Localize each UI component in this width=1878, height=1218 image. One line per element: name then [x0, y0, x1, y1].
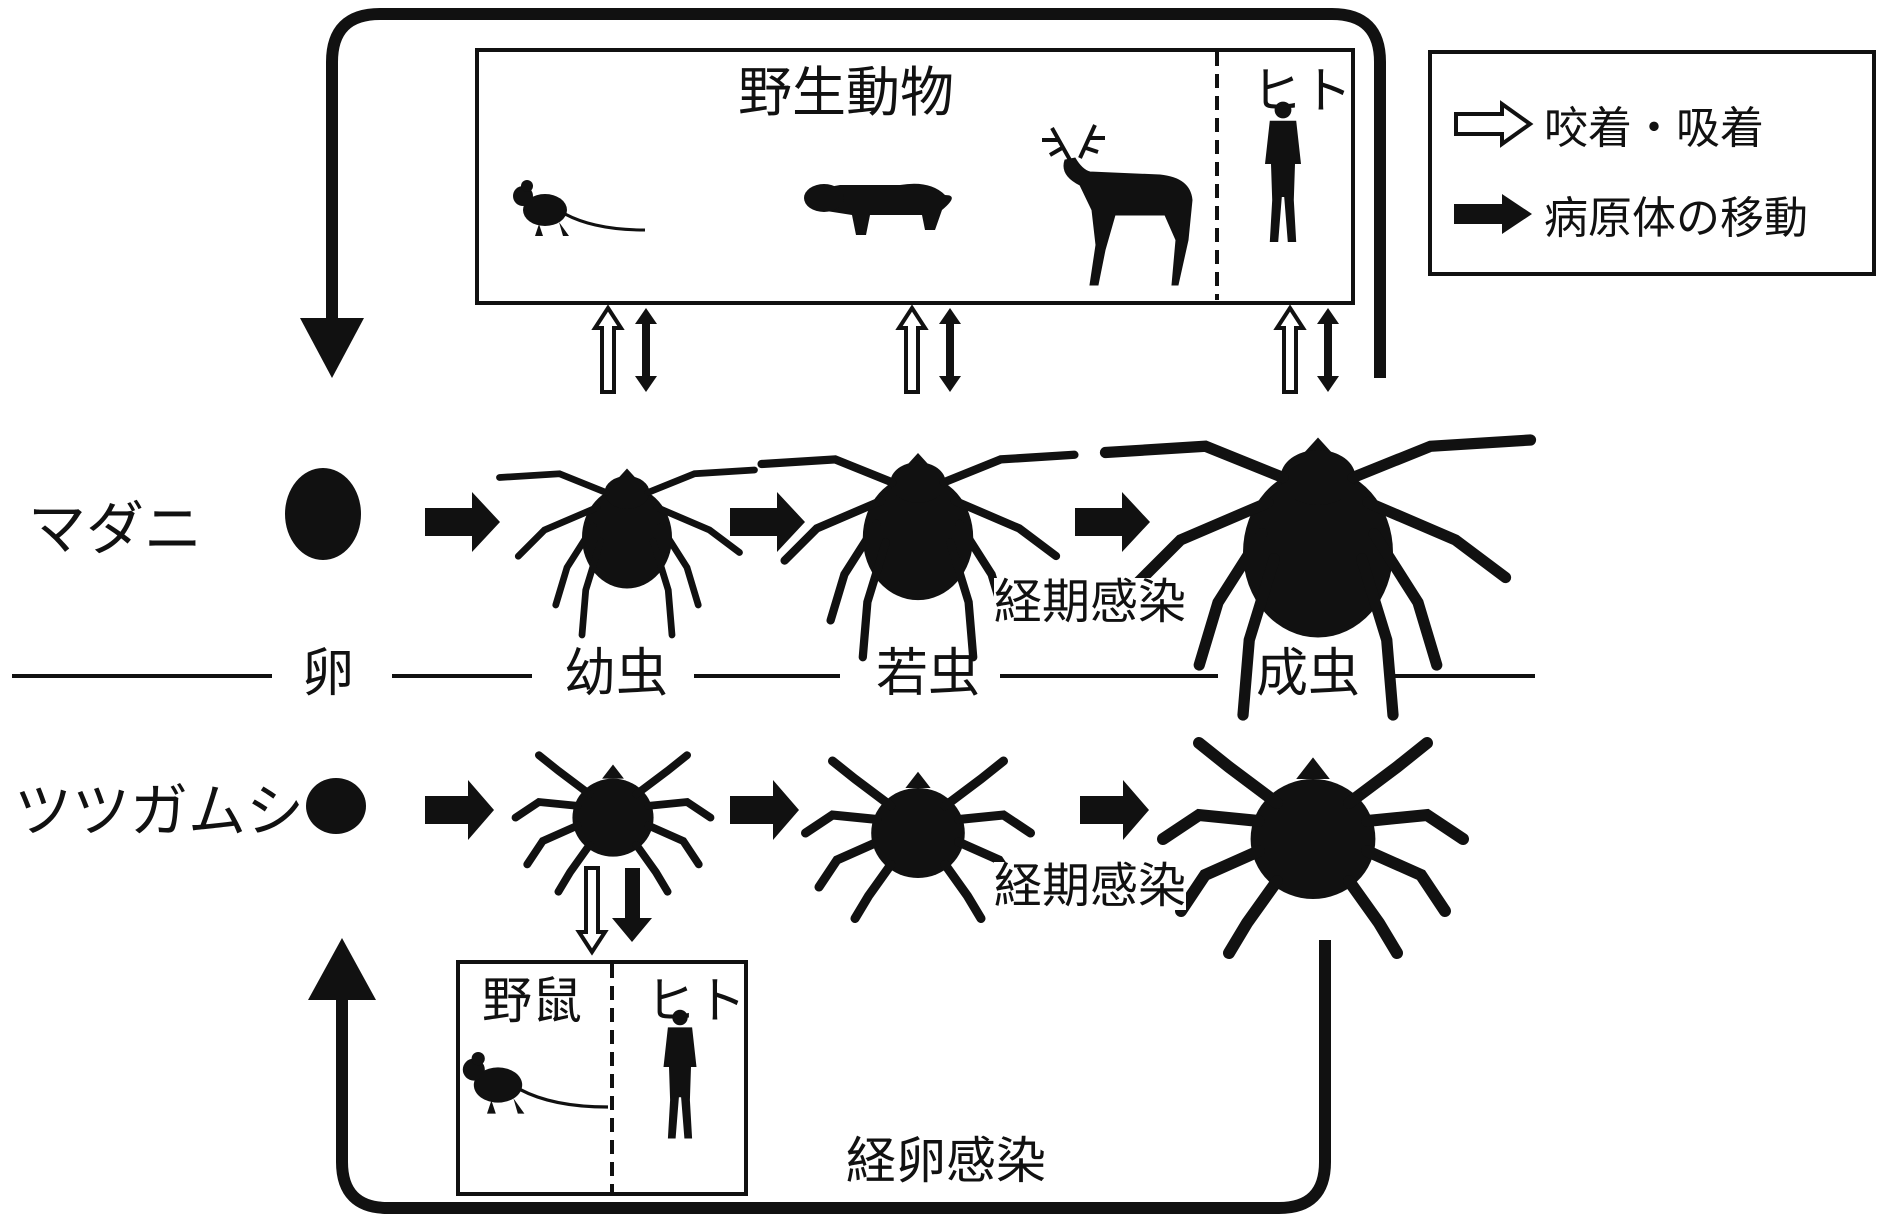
legend-label-pathogen: 病原体の移動: [1544, 182, 1808, 246]
chigger-adult: [1163, 743, 1463, 953]
tick-transstadial-label: 経期感染: [994, 578, 1186, 626]
wild-box-title: 野生動物: [738, 66, 954, 120]
outline-arrow-icon: [1452, 100, 1534, 148]
tick-adult-host-arrows: [1277, 308, 1339, 392]
legend: 咬着・吸着 病原体の移動: [1428, 50, 1876, 276]
rodent-label: 野鼠: [482, 976, 582, 1026]
chigger-larva-host-arrows: [579, 868, 652, 952]
rodent-box-human-label: ヒト: [646, 976, 746, 1026]
legend-item-pathogen: 病原体の移動: [1452, 182, 1808, 246]
tick-nymph-host-arrows: [899, 308, 961, 392]
chigger-larva: [516, 755, 711, 892]
tick-egg: [285, 468, 361, 560]
bottom-return-arrow-head: [308, 938, 376, 1000]
stage-larva: 幼虫: [564, 648, 668, 700]
tick-larva-host-arrows: [595, 308, 657, 392]
stage-egg: 卵: [302, 648, 354, 700]
stage-adult: 成虫: [1256, 648, 1360, 700]
chigger-egg: [306, 778, 366, 834]
tick-larva: [500, 469, 755, 636]
legend-item-bite: 咬着・吸着: [1452, 92, 1764, 156]
tick-species-label: マダニ: [28, 500, 202, 558]
transovarial-label: 経卵感染: [846, 1136, 1046, 1186]
filled-arrow-icon: [1452, 190, 1534, 238]
legend-label-bite: 咬着・吸着: [1544, 92, 1764, 156]
chigger-transstadial-label: 経期感染: [994, 862, 1186, 910]
top-return-arrow-head: [300, 318, 364, 378]
chigger-species-label: ツツガムシ: [14, 782, 304, 840]
wild-box-human-label: ヒト: [1252, 66, 1352, 116]
stage-nymph: 若虫: [876, 648, 980, 700]
